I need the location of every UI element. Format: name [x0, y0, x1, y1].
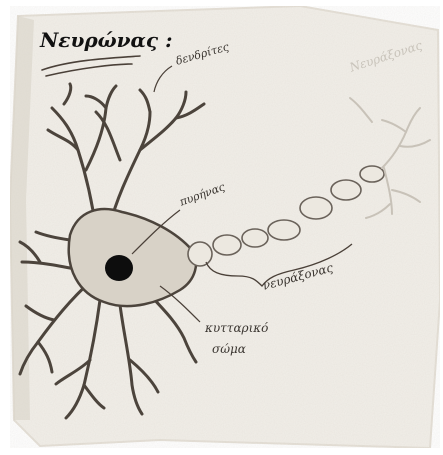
myelin-sheath	[188, 242, 212, 266]
myelin-sheath	[213, 235, 241, 255]
myelin-sheath	[242, 229, 268, 247]
label-cell-body-line1: κυτταρικό	[205, 322, 268, 334]
myelin-sheath	[331, 180, 361, 200]
diagram-title: Νευρώνας :	[40, 30, 172, 50]
label-cell-body-line2: σώμα	[212, 343, 246, 355]
nucleus	[105, 255, 133, 281]
myelin-sheath	[360, 166, 384, 182]
myelin-sheath	[268, 220, 300, 240]
myelin-sheath	[300, 197, 332, 219]
